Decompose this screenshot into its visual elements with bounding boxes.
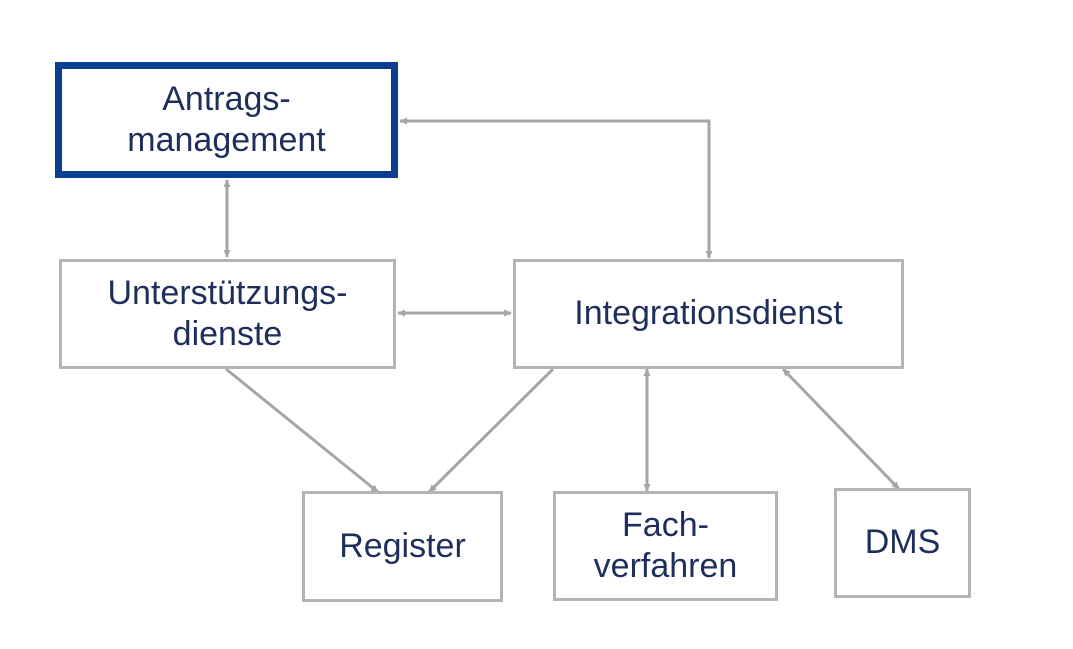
- node-integrationsdienst: Integrationsdienst: [513, 259, 904, 369]
- edge-integrationsdienst-register: [427, 367, 555, 494]
- node-register: Register: [302, 491, 503, 602]
- edge-integrationsdienst-antragsmanagement: [399, 117, 713, 259]
- node-fachverfahren: Fach- verfahren: [553, 491, 778, 601]
- node-dms: DMS: [834, 488, 971, 598]
- node-antragsmanagement: Antrags- management: [55, 62, 398, 178]
- node-unterstuetzungsdienste: Unterstützungs- dienste: [59, 259, 396, 369]
- edge-unterstuetzungsdienste-register: [225, 367, 379, 494]
- edge-integrationsdienst-dms: [781, 367, 901, 491]
